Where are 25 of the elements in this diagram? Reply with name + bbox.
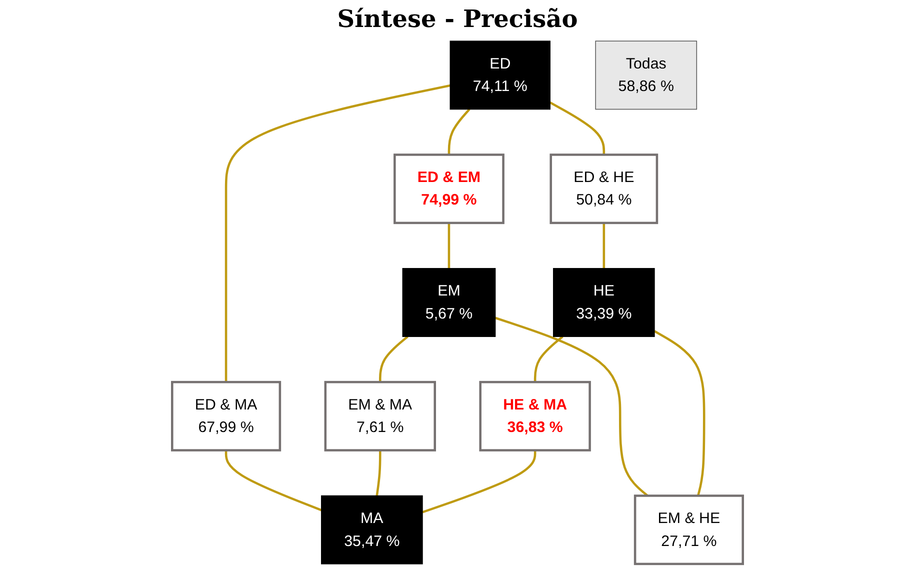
connector (602, 222, 606, 268)
connector (376, 450, 382, 496)
connector (654, 330, 706, 496)
node-box (553, 268, 655, 337)
connector (448, 108, 470, 155)
node-box (324, 380, 436, 452)
node-box (171, 380, 282, 452)
connector (494, 316, 648, 497)
network-diagram: ED 74,11 % ED & EM 74,99 % ED & HE 50,84 % EM 5,67 % ED & MA 67,99 % HE 33,39 % EM & MA 7,61 % MA 35,47 % HE & MA 36,83 % EM & HE 27,71 % Todas 58,86 % (0, 35, 915, 570)
node-box (595, 40, 698, 110)
connector (224, 84, 450, 382)
node-box (394, 154, 504, 224)
node-box (450, 40, 550, 110)
node-box (634, 494, 744, 566)
diagram-title: Síntese - Precisão (336, 4, 579, 33)
connector (534, 336, 564, 382)
node-box (402, 268, 496, 337)
connector (550, 102, 606, 155)
node-box (321, 495, 423, 564)
connector (224, 450, 322, 512)
node-box (550, 154, 658, 224)
connector (379, 336, 408, 382)
node-box (479, 380, 591, 452)
connector (448, 222, 450, 268)
connector (422, 450, 536, 514)
